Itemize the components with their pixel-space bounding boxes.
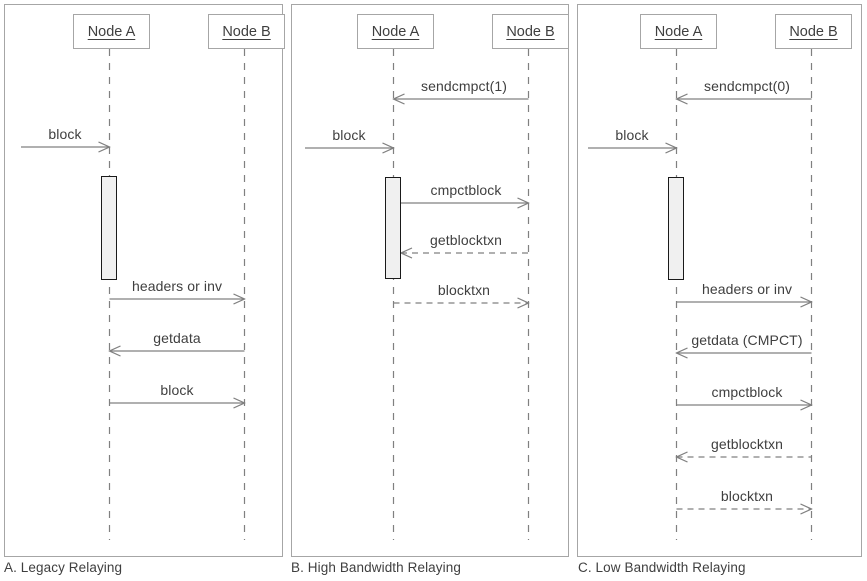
participant-label: Node B bbox=[789, 23, 838, 40]
message-label-sendcmpct: sendcmpct(0) bbox=[703, 78, 791, 94]
message-label-getblocktxn: getblocktxn bbox=[711, 436, 783, 452]
participant-node-b: Node B bbox=[775, 14, 852, 49]
message-label-blocktxn: blocktxn bbox=[437, 282, 491, 298]
message-label-blocktxn: blocktxn bbox=[720, 488, 774, 504]
message-label-getdata: getdata bbox=[153, 330, 201, 346]
participant-label: Node A bbox=[87, 23, 136, 40]
activation-bar-node-a bbox=[668, 177, 684, 280]
participant-node-b: Node B bbox=[208, 14, 285, 49]
message-label-block-in: block bbox=[48, 126, 82, 142]
participant-label: Node A bbox=[654, 23, 703, 40]
panel-caption-b: B. High Bandwidth Relaying bbox=[291, 560, 461, 575]
panel-legacy-relaying: Node A Node B block heade bbox=[4, 4, 285, 557]
message-label-getblocktxn: getblocktxn bbox=[430, 232, 502, 248]
activation-bar-node-a bbox=[101, 176, 117, 280]
participant-label: Node B bbox=[222, 23, 271, 40]
message-label-block-out: block bbox=[160, 382, 194, 398]
participant-node-b: Node B bbox=[492, 14, 569, 49]
message-label-sendcmpct: sendcmpct(1) bbox=[420, 78, 508, 94]
message-label-block-in: block bbox=[615, 127, 649, 143]
panel-high-bandwidth-relaying: Node A Node B sendcmpct(1) bloc bbox=[291, 4, 569, 557]
message-label-block-in: block bbox=[332, 127, 366, 143]
activation-bar-node-a bbox=[385, 177, 401, 279]
panel-caption-a: A. Legacy Relaying bbox=[4, 560, 123, 575]
participant-node-a: Node A bbox=[73, 14, 150, 49]
panel-low-bandwidth-relaying: Node A Node B sendcmp bbox=[577, 4, 862, 557]
participant-label: Node B bbox=[506, 23, 555, 40]
message-label-getdata-cmpct: getdata (CMPCT) bbox=[691, 332, 803, 348]
message-label-headers-or-inv: headers or inv bbox=[131, 278, 223, 294]
participant-label: Node A bbox=[371, 23, 420, 40]
participant-node-a: Node A bbox=[640, 14, 717, 49]
panel-caption-c: C. Low Bandwidth Relaying bbox=[578, 560, 746, 575]
message-label-cmpctblock: cmpctblock bbox=[430, 182, 502, 198]
message-label-headers-or-inv: headers or inv bbox=[701, 281, 793, 297]
message-label-cmpctblock: cmpctblock bbox=[711, 384, 783, 400]
participant-node-a: Node A bbox=[357, 14, 434, 49]
